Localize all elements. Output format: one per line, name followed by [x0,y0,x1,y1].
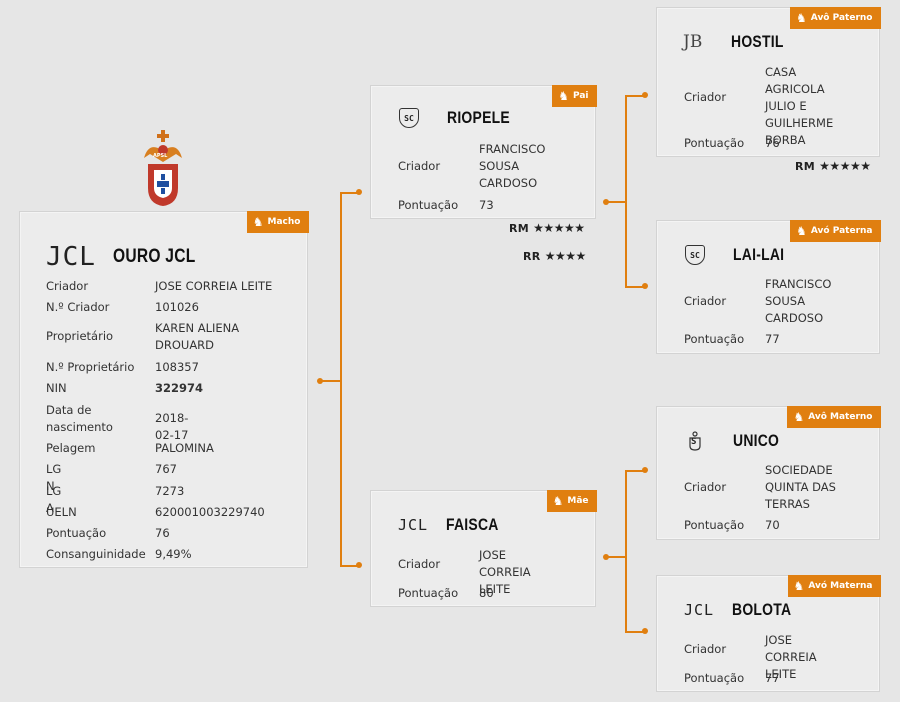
breeder-mark-icon: S [687,431,733,451]
horse-name[interactable]: UNICO [733,431,780,450]
horse-icon: ♞ [793,578,805,593]
dam-card[interactable]: ♞Mãe JCL FAISCA Criador JOSE CORREIA LEI… [370,489,597,607]
pontuacao-label: Pontuação [398,586,459,600]
sire-rating-rm: RM ★★★★★ [509,221,585,235]
crest-icon [144,130,182,206]
pontuacao-label: Pontuação [684,136,745,150]
star-icons: ★★★★★ [533,221,585,235]
pontuacao-value: 73 [479,198,494,212]
card-header: JCL FAISCA [398,515,510,535]
card-header: JB HOSTIL [683,32,795,52]
paternal-grandsire-card[interactable]: ♞Avô Paterno JB HOSTIL Criador CASA AGRI… [656,6,881,157]
role-tag-label: Pai [572,90,589,101]
sex-tag-label: Macho [267,216,301,227]
horse-name[interactable]: FAISCA [446,515,499,534]
role-tag: ♞Mãe [546,489,597,512]
role-tag: ♞Avô Paterno [790,6,881,29]
breeder-mark-icon: JCL [398,516,429,534]
sire-card[interactable]: ♞Pai SC RIOPELE Criador FRANCISCO SOUSA … [370,84,597,219]
pontuacao-label: Pontuação [684,332,745,346]
role-tag-label: Avô Paterno [810,12,873,23]
pontuacao-value: 77 [765,332,780,346]
horse-name[interactable]: LAI-LAI [733,245,785,264]
horse-name[interactable]: HOSTIL [731,32,784,51]
role-tag: ♞Avó Paterna [790,219,881,242]
horse-icon: ♞ [796,10,807,25]
card-header: SC RIOPELE [399,108,524,128]
maternal-granddam-card[interactable]: ♞Avó Materna JCL BOLOTA Criador JOSE COR… [656,574,881,692]
breeder-mark-icon: JB [683,32,703,52]
breeder-mark-icon: SC [685,245,705,265]
apsl-crest-logo: APSL [140,130,186,208]
sex-tag: ♞Macho [246,210,309,233]
criador-value: JOSE CORREIA LEITE [765,633,817,681]
pontuacao-value: 76 [765,136,780,150]
star-icons: ★★★★ [544,249,587,263]
horse-icon: ♞ [558,88,569,103]
breeder-mark-icon: SC [399,108,419,128]
criador-value: SOCIEDADE QUINTA DAS TERRAS [765,463,836,511]
maternal-grandsire-card[interactable]: ♞Avô Materno S UNICO Criador SOCIEDADE Q… [656,405,881,540]
mark-letter: S [691,437,697,447]
pontuacao-label: Pontuação [684,518,745,532]
criador-value: FRANCISCO SOUSA CARDOSO [765,277,832,325]
criador-label: Criador [398,159,441,173]
pontuacao-label: Pontuação [398,198,459,212]
criador-label: Criador [684,480,727,494]
criador-label: Criador [684,90,727,104]
horse-name[interactable]: BOLOTA [732,600,792,619]
role-tag-label: Avô Materno [808,411,873,422]
role-tag-label: Mãe [567,495,589,506]
breeder-mark-icon: JCL [684,601,715,619]
horse-name[interactable]: RIOPELE [447,108,510,127]
crest-text: APSL [153,153,168,159]
criador-label: Criador [684,642,727,656]
card-header: JCL BOLOTA [684,600,804,620]
s-mark-icon [689,431,701,451]
criador-label: Criador [684,294,727,308]
horse-name[interactable]: OURO JCL [113,246,196,267]
paternal-granddam-card[interactable]: ♞Avó Paterna SC LAI-LAI Criador FRANCISC… [656,219,881,354]
breeder-mark-icon: JCL [46,242,96,272]
card-header: SC LAI-LAI [685,245,796,265]
pontuacao-value: 80 [479,586,494,600]
role-tag-label: Avó Materna [808,580,873,591]
pontuacao-value: 70 [765,518,780,532]
pontuacao-value: 77 [765,671,780,685]
star-icons: ★★★★★ [819,159,871,173]
role-tag: ♞Avô Materno [787,405,881,428]
criador-value: JOSE CORREIA LEITE [479,548,531,596]
pontuacao-label: Pontuação [684,671,745,685]
criador-label: Criador [398,557,441,571]
role-tag: ♞Pai [552,84,597,107]
horse-icon: ♞ [796,223,807,238]
sire-rating-rr: RR ★★★★ [523,249,586,263]
horse-icon: ♞ [793,409,805,424]
card-header: JCL OURO JCL [46,242,214,272]
grandsire-rating-rm: RM ★★★★★ [795,159,871,173]
horse-icon: ♞ [252,214,264,229]
role-tag: ♞Avó Materna [787,574,881,597]
role-tag-label: Avó Paterna [810,225,873,236]
card-header: S UNICO [687,431,789,451]
criador-value: CASA AGRICOLA JULIO E GUILHERME BORBA [765,65,834,147]
horse-icon: ♞ [552,493,564,508]
criador-value: FRANCISCO SOUSA CARDOSO [479,142,546,190]
